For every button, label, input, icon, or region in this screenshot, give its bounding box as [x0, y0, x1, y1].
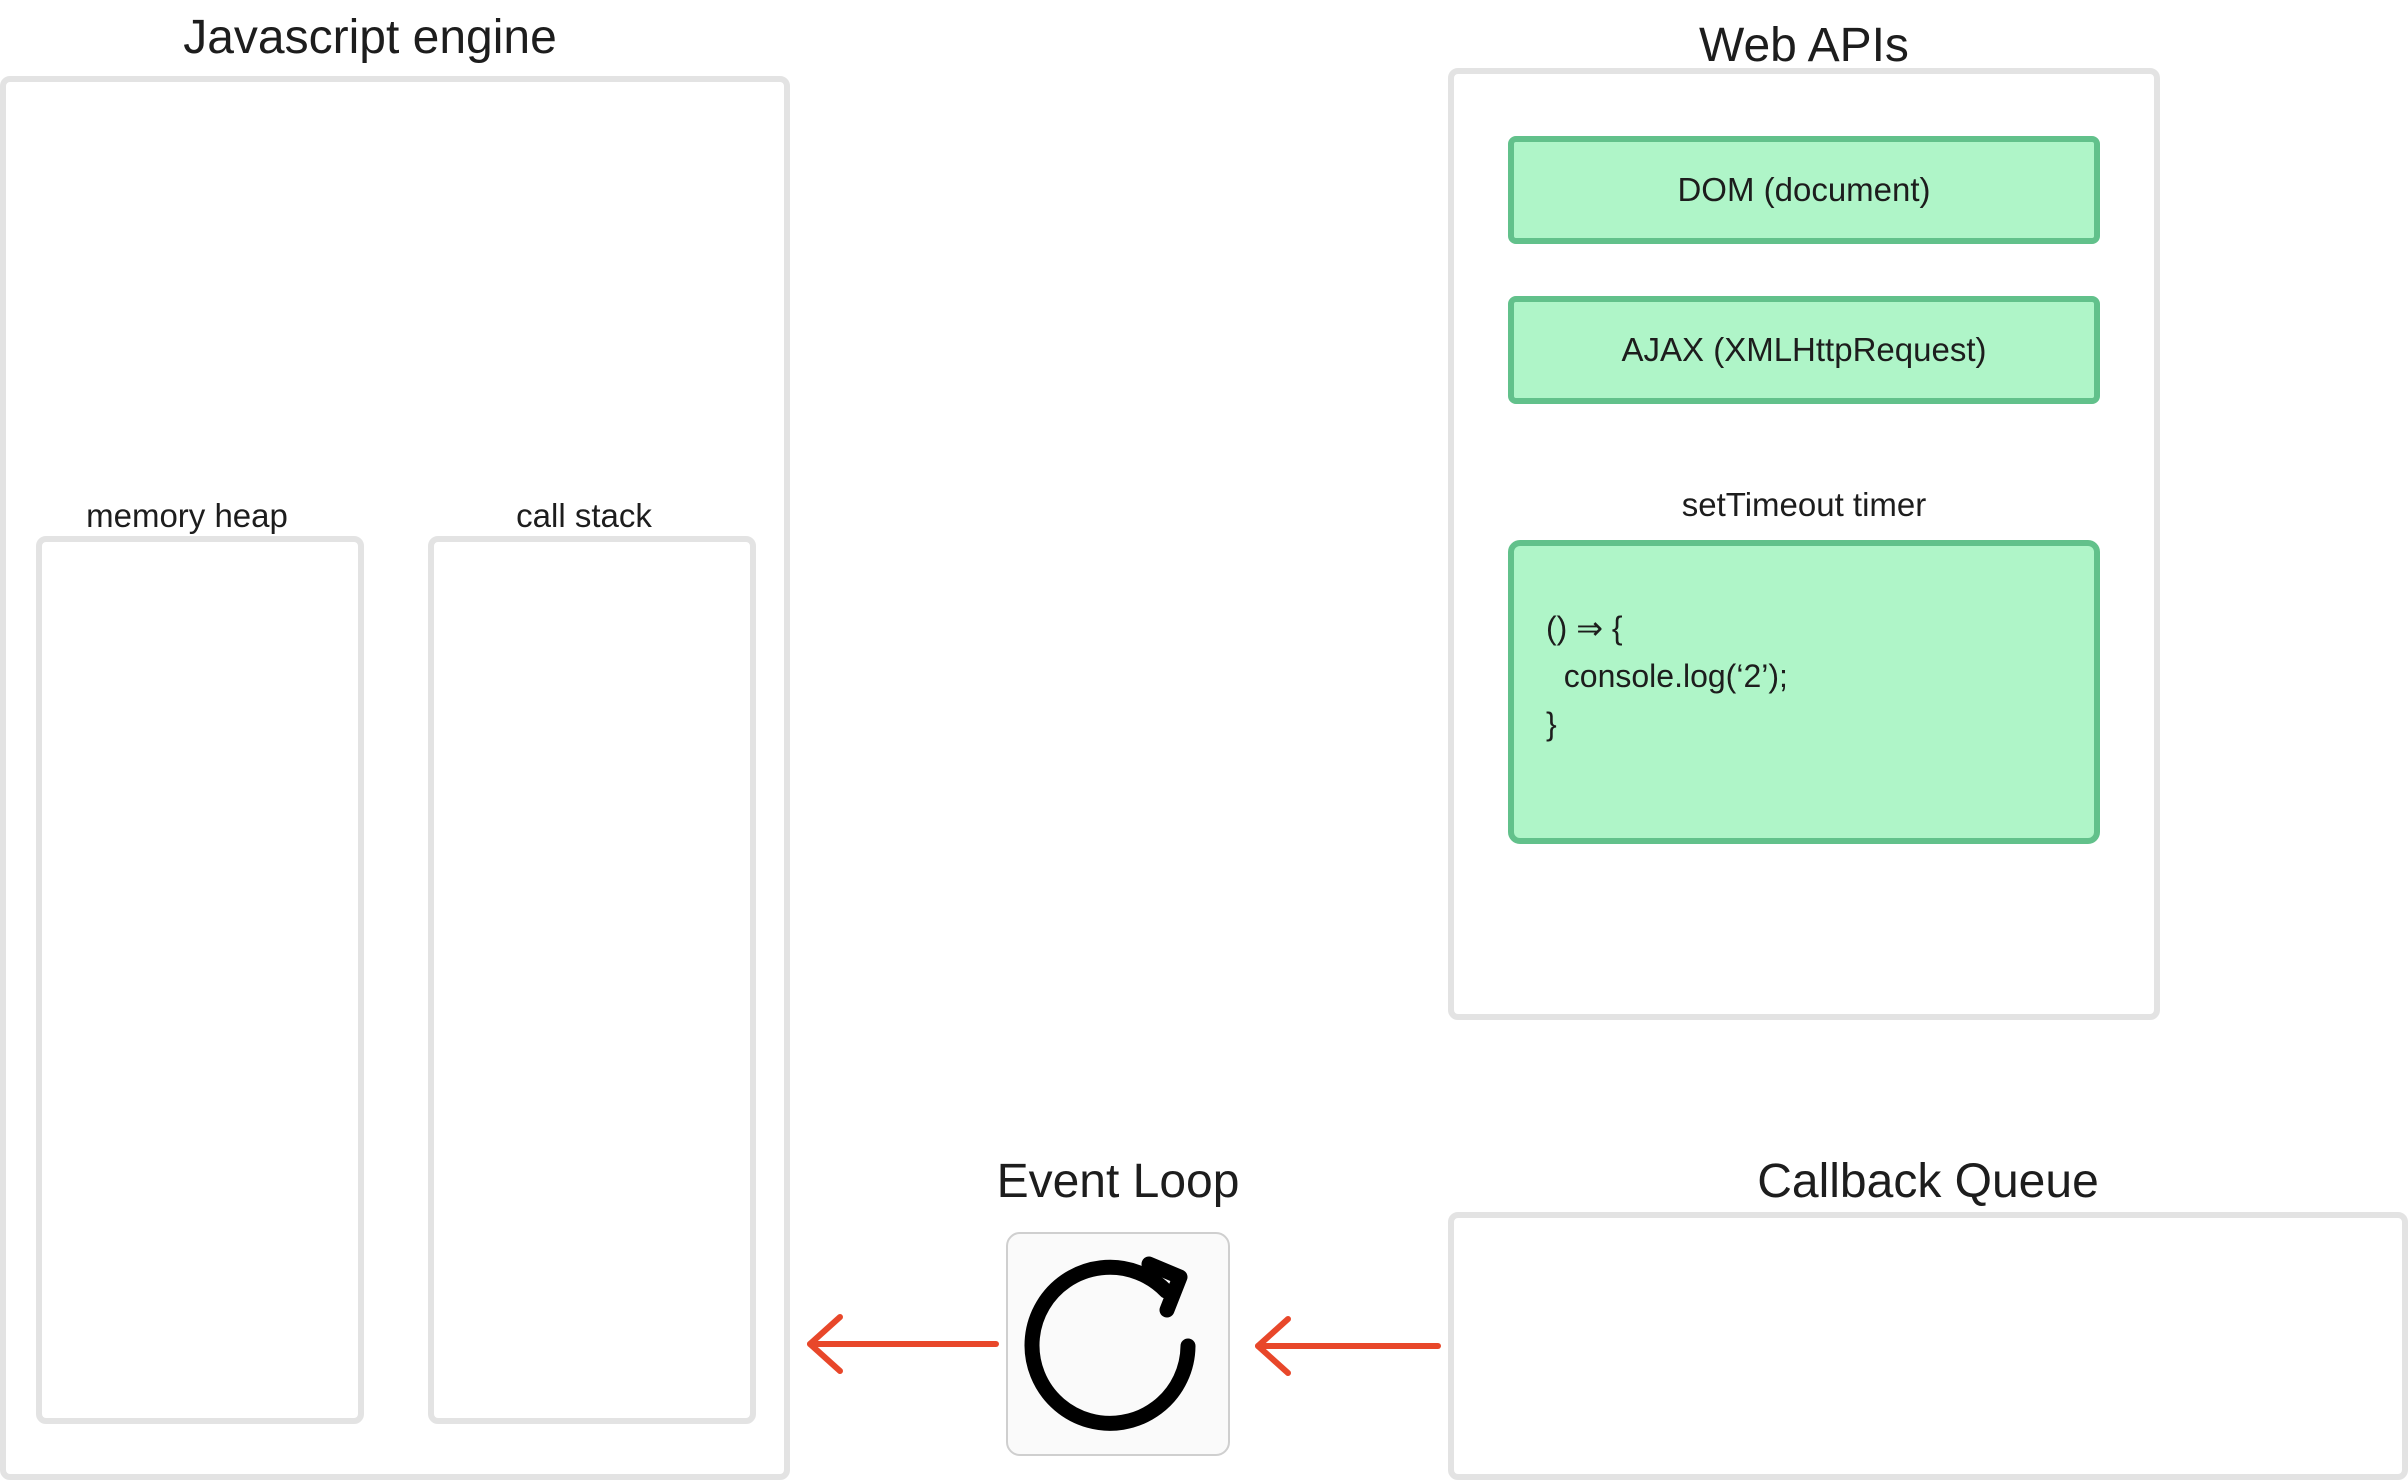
- memory-heap-label: memory heap: [86, 497, 288, 534]
- call-stack-panel: [428, 536, 756, 1424]
- dom-api-label: DOM (document): [1677, 171, 1931, 208]
- refresh-icon: [1024, 1256, 1196, 1431]
- callback-queue-panel: [1448, 1212, 2408, 1480]
- callback-code-line: console.log(‘2’);: [1546, 658, 1788, 694]
- memory-heap-panel: [36, 536, 364, 1424]
- settimeout-callback-box: () ⇒ { console.log(‘2’); }: [1508, 540, 2100, 844]
- ajax-api-box: AJAX (XMLHttpRequest): [1508, 296, 2100, 404]
- callback-queue-title: Callback Queue: [1757, 1155, 2099, 1208]
- engine-title: Javascript engine: [183, 11, 557, 64]
- event-loop-title: Event Loop: [996, 1155, 1240, 1208]
- dom-api-box: DOM (document): [1508, 136, 2100, 244]
- settimeout-label: setTimeout timer: [1681, 486, 1927, 523]
- event-loop-tile: [1006, 1232, 1230, 1456]
- ajax-api-label: AJAX (XMLHttpRequest): [1621, 331, 1987, 368]
- call-stack-label: call stack: [516, 497, 652, 534]
- web-apis-title: Web APIs: [1699, 19, 1909, 72]
- callback-code-line: () ⇒ {: [1546, 610, 1623, 646]
- callback-code-line: }: [1546, 706, 1557, 742]
